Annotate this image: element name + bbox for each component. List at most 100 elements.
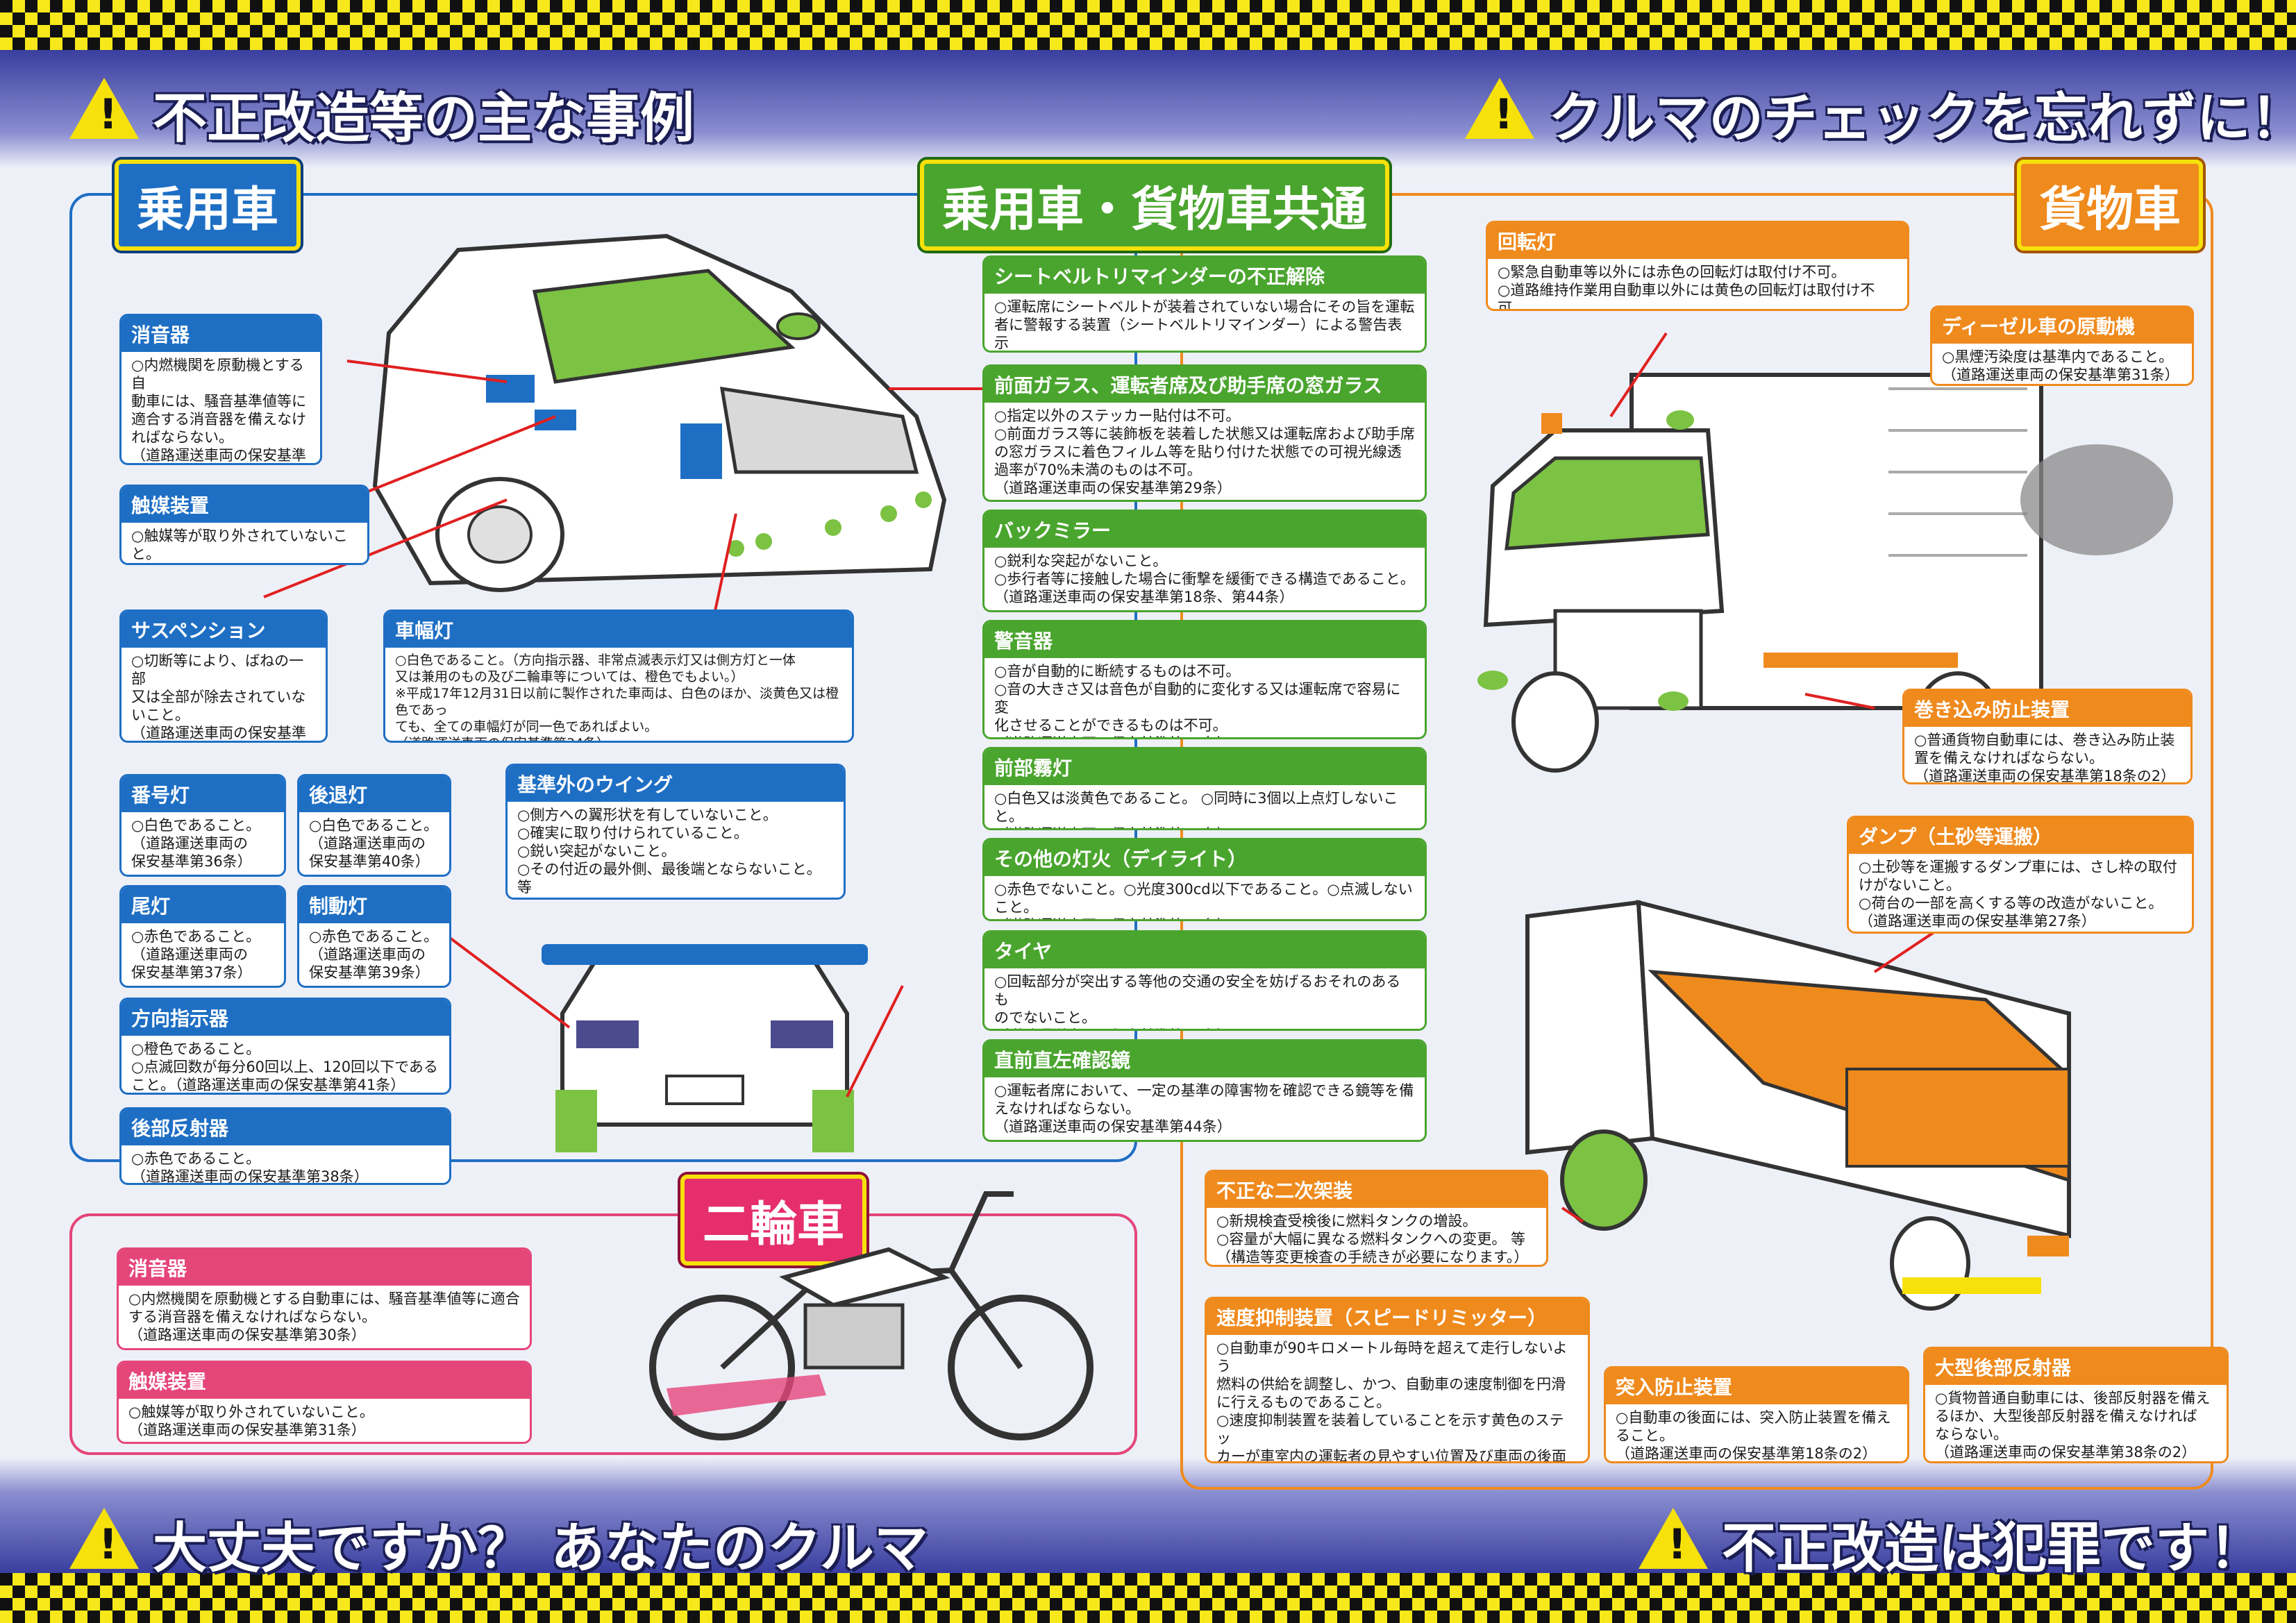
card-body: ○触媒等が取り外されていないこと。 （道路運送車両の保安基準第31条） (128, 1404, 374, 1438)
card-title: 消音器 (121, 316, 320, 352)
card-title: ディーゼル車の原動機 (1932, 308, 2192, 344)
card-title: サスペンション (121, 612, 326, 648)
card-title: 前部霧灯 (984, 749, 1425, 785)
card-title: その他の灯火（デイライト） (984, 840, 1425, 876)
passenger-car-illustration (372, 233, 947, 592)
card-body: ○自動車が90キロメートル毎時を超えて走行しないよう 燃料の供給を調整し、かつ、… (1216, 1340, 1568, 1463)
headline-bottom-left: 大丈夫ですか？ あなたのクルマ (153, 1517, 928, 1580)
card-title: 触媒装置 (119, 1363, 530, 1399)
card-title: タイヤ (984, 932, 1425, 968)
card-title: 大型後部反射器 (1925, 1349, 2227, 1385)
card-title: バックミラー (984, 512, 1425, 548)
common-mirror-card: バックミラー ○鋭利な突起がないこと。 ○歩行者等に接触した場合に衝撃を緩衝でき… (982, 510, 1427, 612)
common-glass-card: 前面ガラス、運転者席及び助手席の窓ガラス ○指定以外のステッカー貼付は不可。 ○… (982, 364, 1427, 502)
truck-diesel-engine-card: ディーゼル車の原動機 ○黒煙汚染度は基準内であること。 （道路運送車両の保安基準… (1930, 305, 2194, 386)
passenger-width-lamp-card: 車幅灯 ○白色であること。（方向指示器、非常点滅表示灯又は側方灯と一体 又は兼用… (383, 609, 854, 743)
headline-top-left: 不正改造等の主な事例 (153, 87, 695, 150)
checker-border-bottom (0, 1573, 2296, 1623)
passenger-license-lamp-card: 番号灯 ○白色であること。 （道路運送車両の 保安基準第36条） (119, 774, 286, 877)
rear-car-illustration (542, 944, 868, 1152)
passenger-brake-lamp-card: 制動灯 ○赤色であること。 （道路運送車両の 保安基準第39条） (297, 885, 451, 988)
card-title: ダンプ（土砂等運搬） (1849, 818, 2192, 854)
truck-speed-limiter-card: 速度抑制装置（スピードリミッター） ○自動車が90キロメートル毎時を超えて走行し… (1205, 1297, 1590, 1463)
card-body: ○新規検査受検後に燃料タンクの増設。 ○容量が大幅に異なる燃料タンクへの変更。 … (1216, 1213, 1529, 1265)
card-body: ○音が自動的に断続するものは不可。 ○音の大きさ又は音色が自動的に変化する又は運… (994, 663, 1401, 737)
category-passenger: 乗用車 (115, 160, 301, 251)
passenger-wing-card: 基準外のウイング ○側方への翼形状を有していないこと。 ○確実に取り付けられてい… (505, 764, 846, 900)
truck-large-reflector-card: 大型後部反射器 ○貨物普通自動車には、後部反射器を備え るほか、大型後部反射器を… (1923, 1347, 2229, 1463)
card-title: 巻き込み防止装置 (1904, 691, 2190, 727)
header-band (0, 50, 2296, 168)
passenger-muffler-card: 消音器 ○内燃機関を原動機とする自 動車には、騒音基準値等に 適合する消音器を備… (119, 314, 322, 465)
passenger-rear-reflector-card: 後部反射器 ○赤色であること。 （道路運送車両の保安基準第38条） (119, 1107, 451, 1185)
category-motorcycle: 二輪車 (680, 1175, 867, 1265)
card-body: ○貨物普通自動車には、後部反射器を備え るほか、大型後部反射器を備えなければ な… (1935, 1390, 2211, 1461)
truck-rotating-lamp-card: 回転灯 ○緊急自動車等以外には赤色の回転灯は取付け不可。 ○道路維持作業用自動車… (1486, 221, 1909, 311)
card-body: ○自動車の後面には、突入防止装置を備え ること。 （道路運送車両の保安基準第18… (1616, 1409, 1891, 1462)
motorcycle-illustration (649, 1191, 1093, 1440)
truck-secondary-body-card: 不正な二次架装 ○新規検査受検後に燃料タンクの増設。 ○容量が大幅に異なる燃料タ… (1205, 1170, 1548, 1267)
card-body: ○鋭利な突起がないこと。 ○歩行者等に接触した場合に衝撃を緩衝できる構造であるこ… (994, 553, 1415, 605)
card-title: 基準外のウイング (508, 766, 844, 802)
card-body: ○橙色であること。 ○点滅回数が毎分60回以上、120回以下である こと。（道路… (131, 1041, 438, 1093)
motorcycle-frame (69, 1213, 1137, 1455)
card-body: ○赤色でないこと。○光度300cd以下であること。○点滅しないこと。 （道路運送… (994, 881, 1413, 919)
card-title: 回転灯 (1488, 223, 1907, 259)
passenger-suspension-card: サスペンション ○切断等により、ばねの一部 又は全部が除去されていな いこと。 … (119, 609, 328, 743)
card-title: 速度抑制装置（スピードリミッター） (1207, 1299, 1588, 1335)
footer-band (0, 1458, 2296, 1573)
card-body: ○赤色であること。 （道路運送車両の 保安基準第37条） (131, 928, 261, 981)
card-body: ○白色であること。（方向指示器、非常点滅表示灯又は側方灯と一体 又は兼用のもの及… (395, 653, 839, 741)
common-front-mirror-card: 直前直左確認鏡 ○運転者席において、一定の基準の障害物を確認できる鏡等を備 えな… (982, 1039, 1427, 1142)
checker-border-top (0, 0, 2296, 50)
card-body: ○赤色であること。 （道路運送車両の保安基準第38条） (131, 1150, 369, 1185)
card-title: 尾灯 (121, 887, 284, 923)
passenger-turn-signal-card: 方向指示器 ○橙色であること。 ○点滅回数が毎分60回以上、120回以下である … (119, 998, 451, 1095)
passenger-backup-lamp-card: 後退灯 ○白色であること。 （道路運送車両の 保安基準第40条） (297, 774, 451, 877)
card-title: 警音器 (984, 622, 1425, 658)
motorcycle-catalyst-card: 触媒装置 ○触媒等が取り外されていないこと。 （道路運送車両の保安基準第31条） (117, 1361, 532, 1444)
common-seatbelt-card: シートベルトリマインダーの不正解除 ○運転席にシートベルトが装着されていない場合… (982, 255, 1427, 353)
card-title: 触媒装置 (121, 487, 367, 523)
card-body: ○普通貨物自動車には、巻き込み防止装 置を備えなければならない。 （道路運送車両… (1914, 732, 2176, 784)
card-title: 突入防止装置 (1606, 1368, 1907, 1404)
card-body: ○切断等により、ばねの一部 又は全部が除去されていな いこと。 （道路運送車両の… (131, 653, 306, 741)
truck-dump-card: ダンプ（土砂等運搬） ○土砂等を運搬するダンプ車には、さし枠の取付 けがないこと… (1847, 816, 2194, 934)
common-daylight-card: その他の灯火（デイライト） ○赤色でないこと。○光度300cd以下であること。○… (982, 838, 1427, 921)
card-body: ○内燃機関を原動機とする自 動車には、騒音基準値等に 適合する消音器を備えなけ … (131, 357, 306, 464)
common-tire-card: タイヤ ○回転部分が突出する等他の交通の安全を妨げるおそれのあるも のでないこと… (982, 930, 1427, 1031)
card-title: 前面ガラス、運転者席及び助手席の窓ガラス (984, 367, 1425, 403)
card-body: ○土砂等を運搬するダンプ車には、さし枠の取付 けがないこと。 ○荷台の一部を高く… (1859, 859, 2177, 930)
passenger-tail-lamp-card: 尾灯 ○赤色であること。 （道路運送車両の 保安基準第37条） (119, 885, 286, 988)
card-body: ○回転部分が突出する等他の交通の安全を妨げるおそれのあるも のでないこと。 （道… (994, 973, 1401, 1029)
common-horn-card: 警音器 ○音が自動的に断続するものは不可。 ○音の大きさ又は音色が自動的に変化す… (982, 620, 1427, 739)
passenger-catalyst-card: 触媒装置 ○触媒等が取り外されていないこと。 （道路運送車両の保安基準第31条） (119, 485, 369, 565)
warning-icon: ! (1465, 78, 1534, 139)
card-body: ○運転席にシートベルトが装着されていない場合にその旨を運転 者に警報する装置（シ… (994, 298, 1415, 351)
card-body: ○白色であること。 （道路運送車両の 保安基準第40条） (309, 817, 439, 870)
card-body: ○緊急自動車等以外には赤色の回転灯は取付け不可。 ○道路維持作業用自動車以外には… (1498, 264, 1875, 311)
card-body: ○運転者席において、一定の基準の障害物を確認できる鏡等を備 えなければならない。… (994, 1082, 1414, 1135)
card-title: 制動灯 (299, 887, 449, 923)
card-title: 後退灯 (299, 776, 449, 812)
card-body: ○側方への翼形状を有していないこと。 ○確実に取り付けられていること。 ○鋭い突… (517, 807, 821, 898)
category-common: 乗用車・貨物車共通 (920, 160, 1390, 251)
headline-top-right: クルマのチェックを忘れずに！ (1548, 87, 2296, 150)
motorcycle-muffler-card: 消音器 ○内燃機関を原動機とする自動車には、騒音基準値等に適合 する消音器を備え… (117, 1247, 532, 1350)
warning-icon: ! (69, 78, 139, 139)
warning-icon: ! (69, 1508, 139, 1569)
card-title: 車幅灯 (385, 612, 852, 648)
truck-side-guard-card: 巻き込み防止装置 ○普通貨物自動車には、巻き込み防止装 置を備えなければならない… (1902, 689, 2193, 784)
card-body: ○白色又は淡黄色であること。 ○同時に3個以上点灯しないこと。 （道路運送車両の… (994, 790, 1398, 828)
card-body: ○赤色であること。 （道路運送車両の 保安基準第39条） (309, 928, 439, 981)
headline-bottom-right: 不正改造は犯罪です！ (1722, 1517, 2264, 1580)
card-body: ○内燃機関を原動機とする自動車には、騒音基準値等に適合 する消音器を備えなければ… (128, 1290, 520, 1343)
card-title: 不正な二次架装 (1207, 1172, 1546, 1208)
card-title: 後部反射器 (121, 1109, 449, 1145)
dump-truck-illustration (1525, 900, 2071, 1311)
truck-underrun-guard-card: 突入防止装置 ○自動車の後面には、突入防止装置を備え ること。 （道路運送車両の… (1604, 1366, 1909, 1463)
common-fog-lamp-card: 前部霧灯 ○白色又は淡黄色であること。 ○同時に3個以上点灯しないこと。 （道路… (982, 747, 1427, 830)
card-body: ○指定以外のステッカー貼付は不可。 ○前面ガラス等に装飾板を装着した状態又は運転… (994, 407, 1415, 496)
card-title: 直前直左確認鏡 (984, 1041, 1425, 1077)
